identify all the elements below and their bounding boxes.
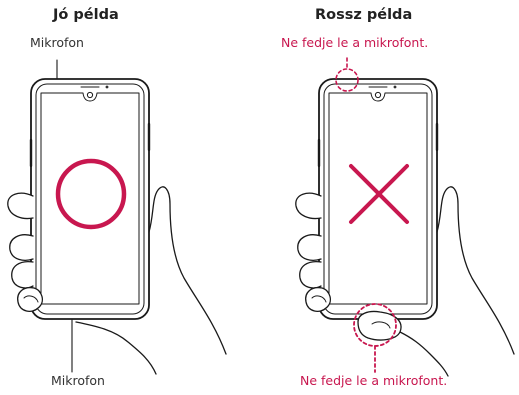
phone-good <box>29 78 151 320</box>
hand-good <box>7 186 227 375</box>
hand-bad <box>295 186 515 377</box>
bad-example-illustration <box>295 57 515 377</box>
bad-example-title: Rossz példa <box>315 7 413 23</box>
bottom-microphone-label: Mikrofon <box>51 373 105 388</box>
top-microphone-label: Mikrofon <box>30 35 84 50</box>
good-example-title: Jó példa <box>53 7 119 23</box>
front-camera-icon <box>86 91 94 99</box>
top-mic-warning-circle <box>335 68 359 92</box>
good-example-illustration <box>7 59 227 375</box>
circle-mark-icon <box>55 158 127 230</box>
bottom-warning-label: Ne fedje le a mikrofont. <box>300 373 448 388</box>
front-camera-icon <box>374 91 382 99</box>
cross-mark-icon <box>349 164 409 224</box>
top-warning-label: Ne fedje le a mikrofont. <box>281 35 429 50</box>
phone-bad <box>317 78 439 320</box>
